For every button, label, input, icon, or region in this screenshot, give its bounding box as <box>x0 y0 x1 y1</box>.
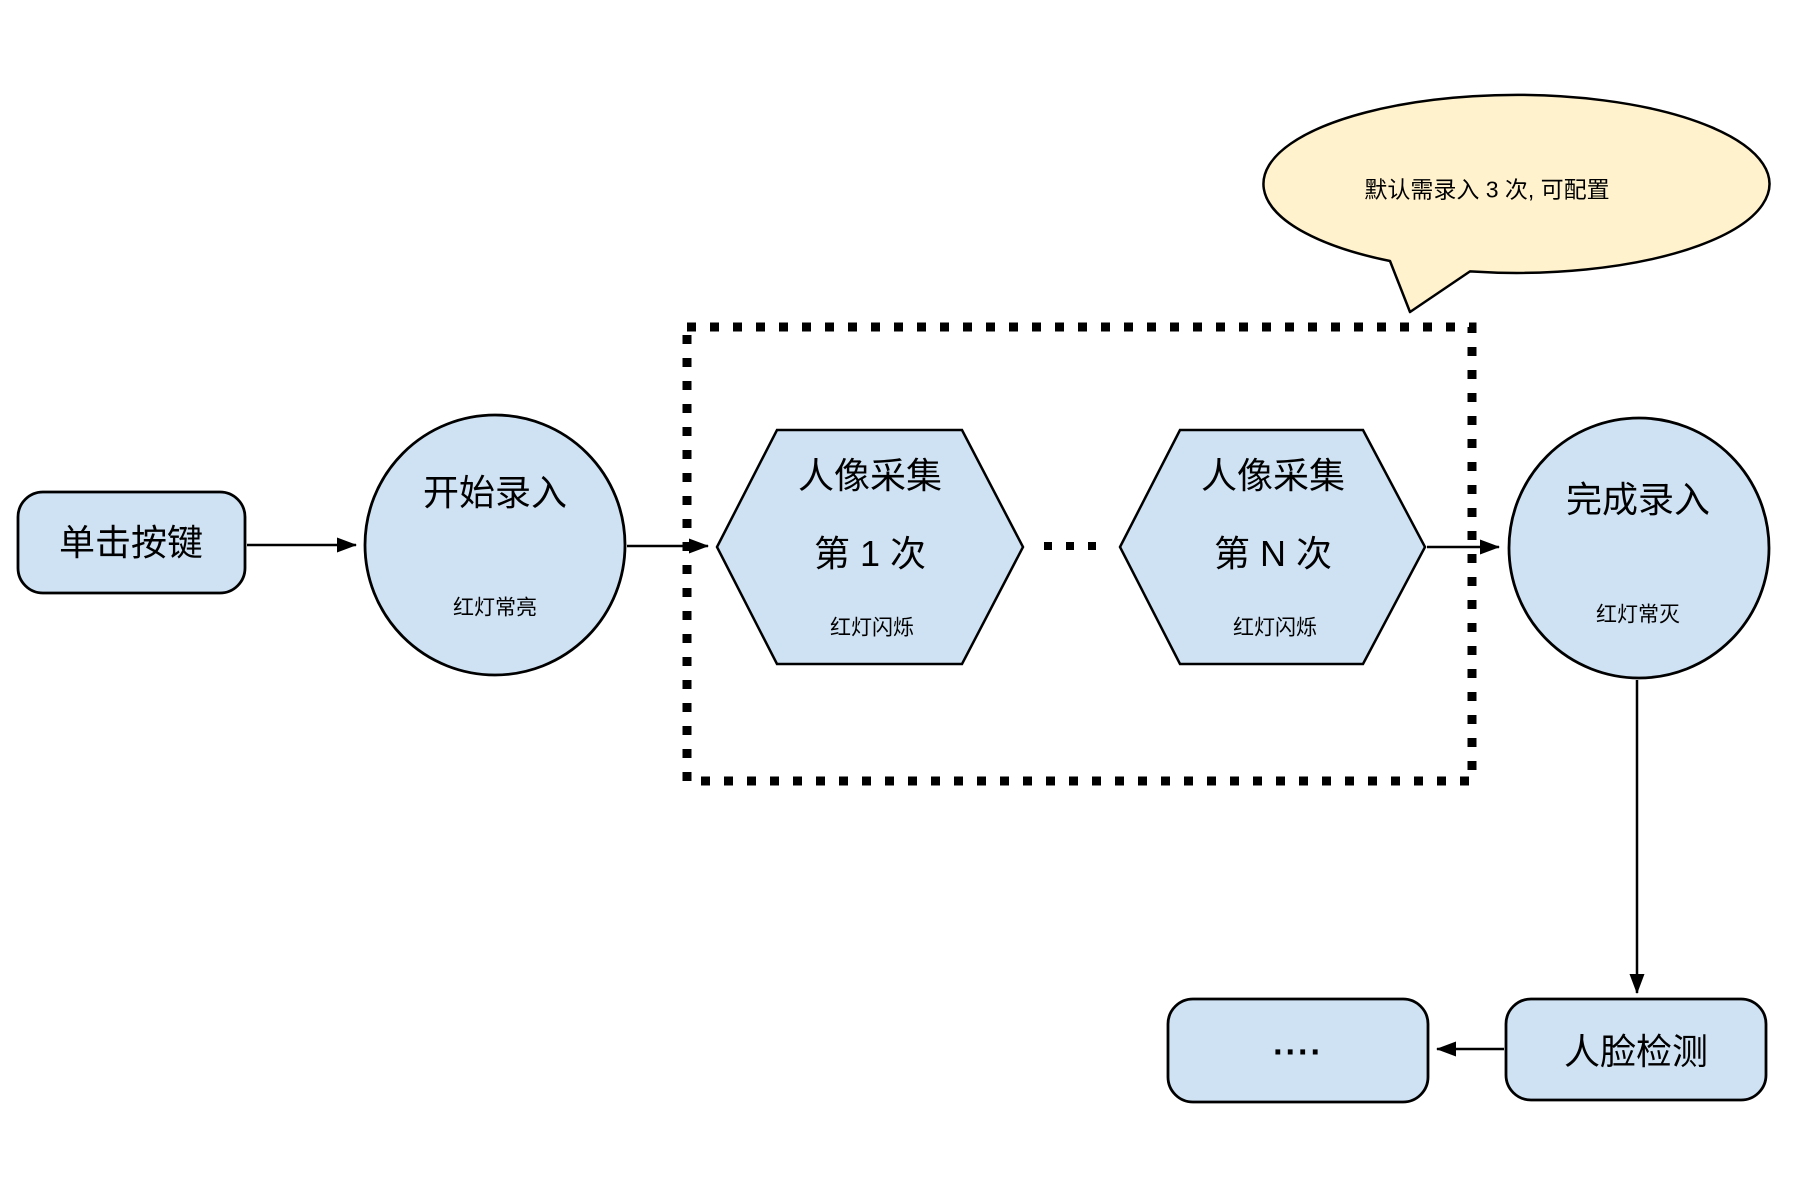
capture-first-subtitle: 第 1 次 <box>813 533 927 575</box>
finish-capture-label: 完成录入 <box>1565 479 1711 521</box>
finish-capture-sublabel: 红灯常灭 <box>1596 603 1680 627</box>
face-detection-node <box>1504 997 1768 1102</box>
repeat-group-dotted-border <box>682 322 1477 786</box>
capture-nth-status: 红灯闪烁 <box>1233 616 1317 640</box>
callout-bubble <box>1262 93 1771 314</box>
face-detection-label: 人脸检测 <box>1563 1031 1709 1073</box>
start-capture-sublabel: 红灯常亮 <box>453 596 537 620</box>
capture-first-title: 人像采集 <box>797 455 943 497</box>
ellipsis-label: .... <box>1273 1024 1323 1063</box>
capture-nth-subtitle: 第 N 次 <box>1213 533 1333 575</box>
click-button-label: 单击按键 <box>58 522 204 564</box>
ellipsis-node <box>1166 997 1430 1104</box>
click-button-node <box>16 490 247 595</box>
start-capture-node <box>363 413 627 677</box>
start-capture-label: 开始录入 <box>422 472 568 514</box>
callout-text: 默认需录入 3 次, 可配置 <box>1364 176 1610 203</box>
capture-first-status: 红灯闪烁 <box>830 616 914 640</box>
capture-nth-hexagon <box>1118 428 1427 666</box>
hexagon-ellipsis-dots <box>1044 542 1096 550</box>
capture-nth-title: 人像采集 <box>1200 455 1346 497</box>
finish-capture-node <box>1507 416 1771 680</box>
capture-first-hexagon <box>715 428 1025 666</box>
